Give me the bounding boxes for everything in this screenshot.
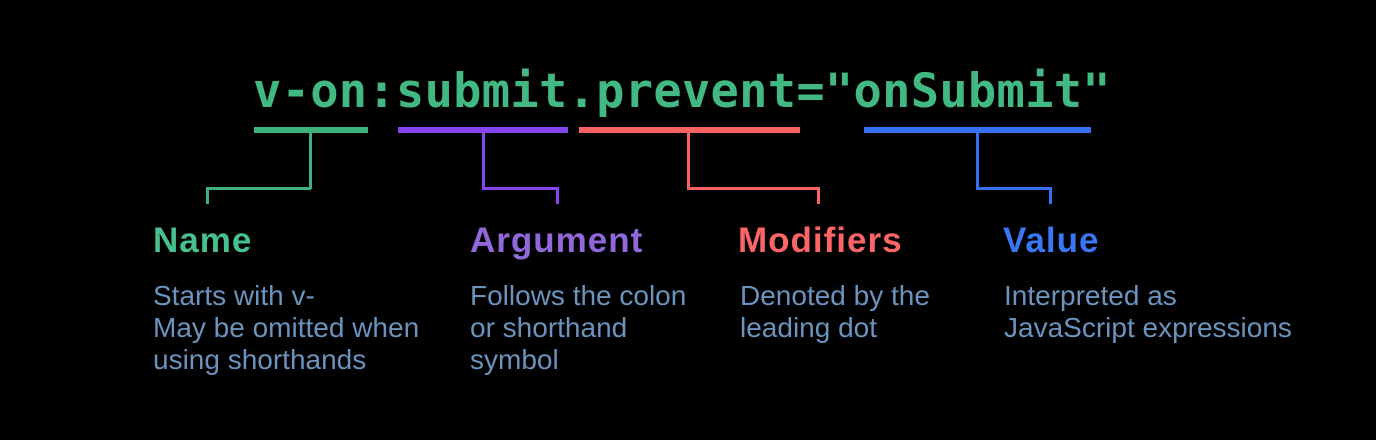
argument-description: Follows the colon or shorthand symbol bbox=[470, 280, 686, 376]
modifiers-connector-stem bbox=[687, 130, 690, 189]
modifiers-connector-drop bbox=[817, 187, 820, 204]
value-connector-elbow bbox=[976, 187, 1052, 190]
value-description: Interpreted as JavaScript expressions bbox=[1004, 280, 1292, 344]
description-line: JavaScript expressions bbox=[1004, 312, 1292, 343]
description-line: Interpreted as bbox=[1004, 280, 1177, 311]
value-connector-stem bbox=[976, 130, 979, 189]
description-line: symbol bbox=[470, 344, 559, 375]
argument-label: Argument bbox=[470, 221, 644, 260]
value-label: Value bbox=[1003, 221, 1100, 260]
directive-code: v-on:submit.prevent="onSubmit" bbox=[253, 64, 1111, 119]
name-connector-drop bbox=[206, 187, 209, 204]
name-connector-elbow bbox=[206, 187, 311, 190]
description-line: Follows the colon bbox=[470, 280, 687, 311]
modifiers-connector-elbow bbox=[687, 187, 820, 190]
description-line: leading dot bbox=[740, 312, 878, 343]
argument-connector-elbow bbox=[482, 187, 559, 190]
description-line: May be omitted when bbox=[153, 312, 420, 343]
modifiers-label: Modifiers bbox=[738, 221, 903, 260]
description-line: Denoted by the bbox=[740, 280, 930, 311]
modifiers-description: Denoted by the leading dot bbox=[740, 280, 930, 344]
name-connector-stem bbox=[309, 130, 312, 189]
name-description: Starts with v- May be omitted when using… bbox=[153, 280, 419, 376]
value-connector-drop bbox=[1049, 187, 1052, 204]
argument-connector-drop bbox=[556, 187, 559, 204]
name-label: Name bbox=[153, 221, 253, 260]
argument-connector-stem bbox=[482, 130, 485, 189]
description-line: using shorthands bbox=[153, 344, 367, 375]
description-line: or shorthand bbox=[470, 312, 628, 343]
description-line: Starts with v- bbox=[153, 280, 315, 311]
